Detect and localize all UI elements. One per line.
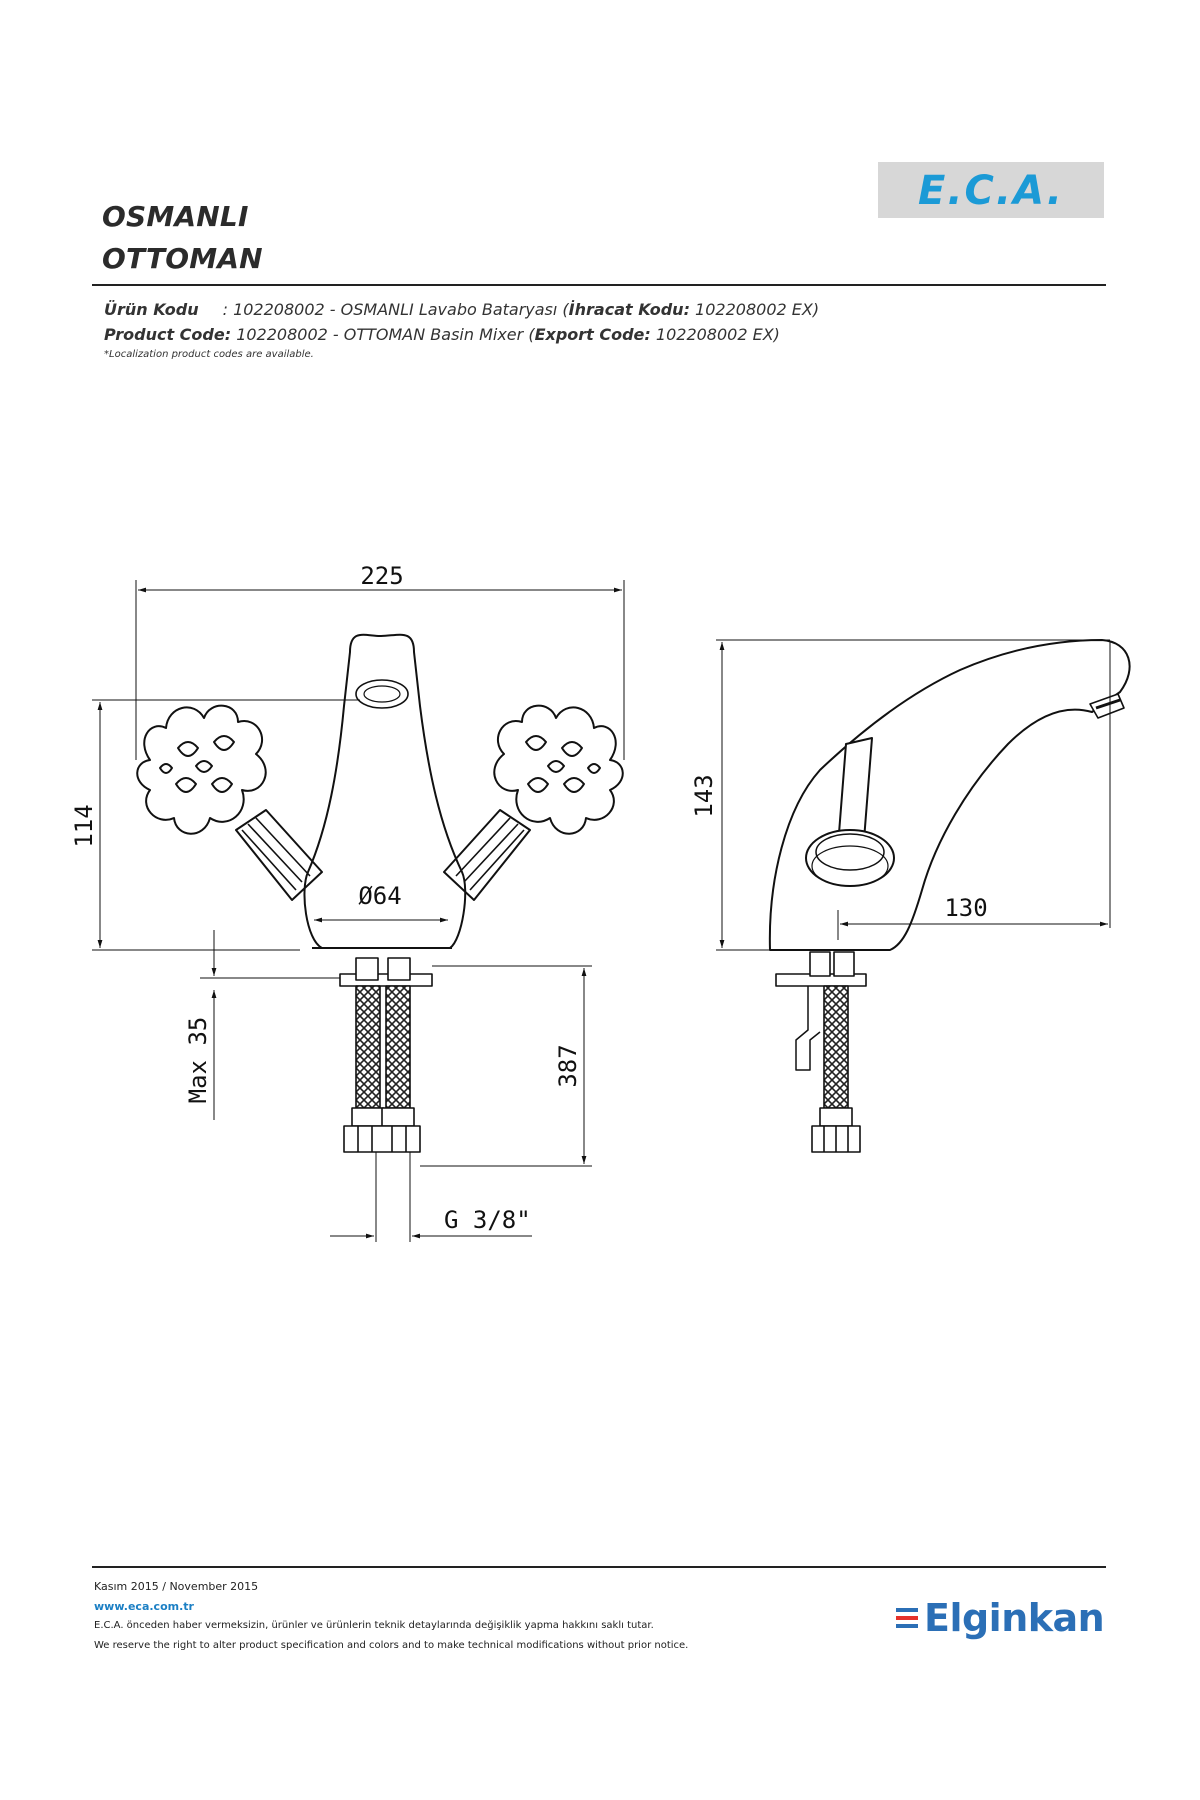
dim-base-diameter-label: Ø64 (358, 882, 401, 910)
dim-reach-label: 130 (944, 894, 987, 922)
export-code-en-value: 102208002 EX) (650, 325, 780, 344)
product-code-tr-value: : 102208002 - OSMANLI Lavabo Bataryası ( (222, 300, 569, 319)
product-code-tr-label: Ürün Kodu (104, 300, 199, 319)
product-code-en-value: 102208002 - OTTOMAN Basin Mixer ( (231, 325, 535, 344)
header-divider (92, 284, 1106, 286)
elginkan-logo: Elginkan (896, 1596, 1105, 1640)
eca-logo: E.C.A. (878, 162, 1104, 218)
product-title-tr: OSMANLI (102, 200, 249, 233)
localization-note: *Localization product codes are availabl… (104, 349, 314, 360)
elginkan-mark-icon (896, 1606, 918, 1630)
hose-left (355, 985, 381, 1109)
footer-date: Kasım 2015 / November 2015 (94, 1580, 259, 1593)
footer-website-link[interactable]: www.eca.com.tr (94, 1600, 194, 1613)
dim-thread-label: G 3/8" (444, 1206, 531, 1234)
footer-divider (92, 1566, 1106, 1568)
aerator-front (355, 679, 409, 709)
side-hose (823, 985, 849, 1109)
product-code-en: Product Code: 102208002 - OTTOMAN Basin … (104, 325, 780, 344)
dim-height-side-label: 143 (690, 774, 718, 817)
export-code-tr-value: 102208002 EX) (689, 300, 820, 319)
left-valve-collar (235, 809, 323, 901)
product-code-en-label: Product Code: (104, 325, 232, 344)
footer-disclaimer-tr: E.C.A. önceden haber vermeksizin, ürünle… (94, 1620, 654, 1631)
mounting-washer (339, 973, 433, 987)
product-code-tr: Ürün Kodu : 102208002 - OSMANLI Lavabo Ba… (104, 300, 819, 319)
dim-width-label: 225 (360, 562, 403, 590)
dim-hose-length-label: 387 (554, 1044, 582, 1087)
product-title-en: OTTOMAN (102, 242, 263, 275)
right-valve-collar (443, 809, 531, 901)
left-handle-ornate (136, 704, 267, 835)
eca-logo-text: E.C.A. (918, 168, 1064, 214)
footer-disclaimer-en: We reserve the right to alter product sp… (94, 1640, 689, 1651)
faucet-body-side (768, 639, 1131, 951)
hose-right (385, 985, 411, 1109)
right-handle-ornate (493, 704, 624, 835)
dim-max-thickness-label: Max 35 (184, 1017, 212, 1104)
export-code-tr-label: İhracat Kodu: (568, 300, 690, 319)
dim-height-front-label: 114 (70, 804, 98, 847)
elginkan-logo-text: Elginkan (924, 1596, 1105, 1640)
export-code-en-label: Export Code: (534, 325, 651, 344)
hose-nut (343, 1125, 421, 1153)
